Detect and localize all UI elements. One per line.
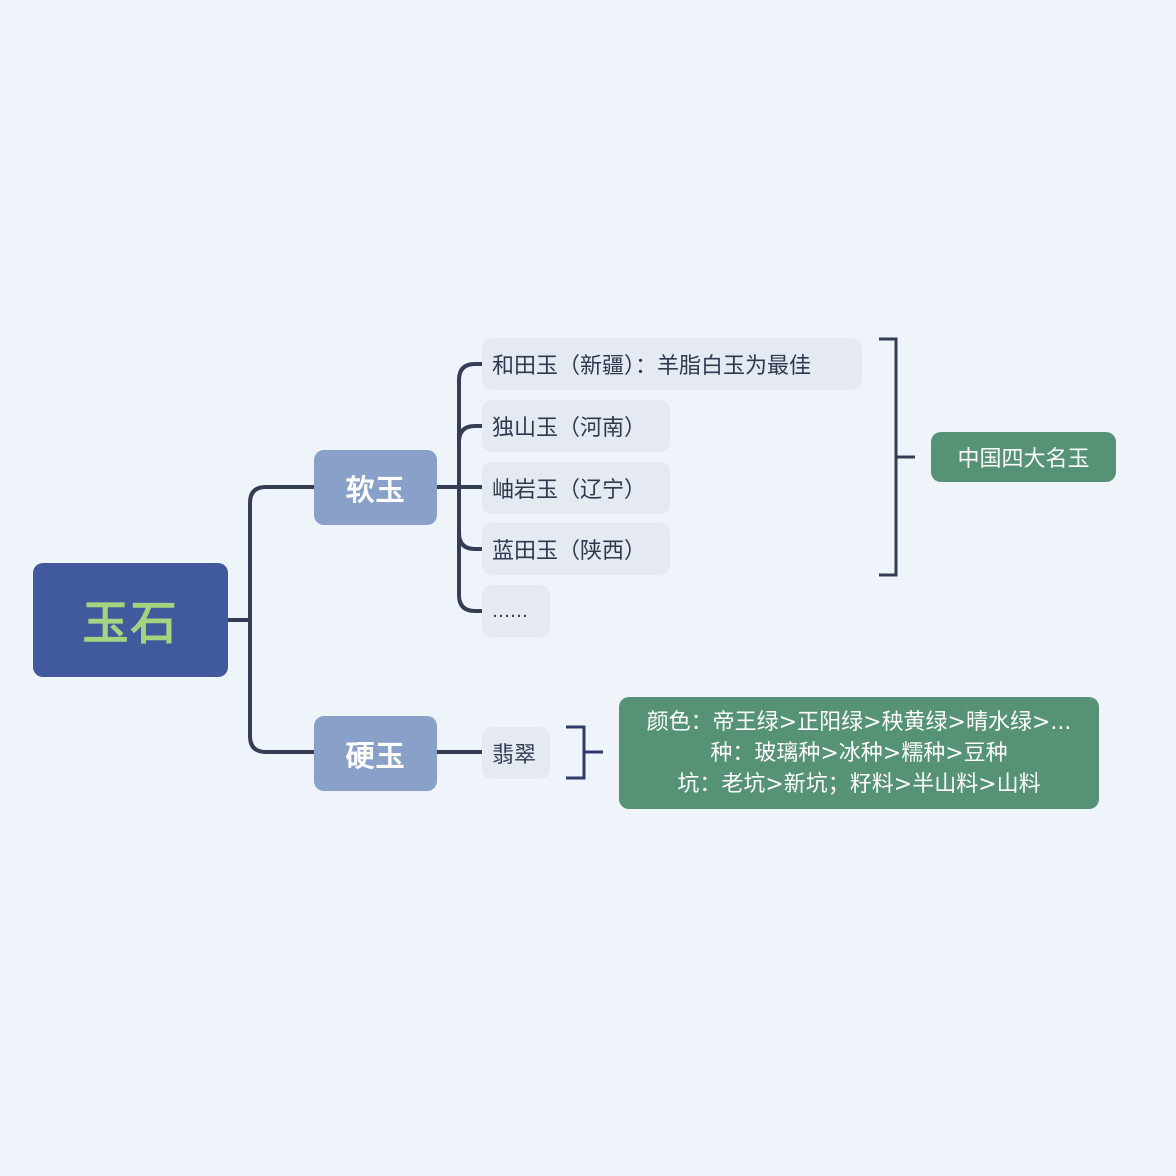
summary-node-four-famous-jades[interactable]: 中国四大名玉 [931, 432, 1116, 482]
root-node[interactable]: 玉石 [33, 563, 228, 677]
leaf-label: …… [492, 600, 528, 622]
branch-node-soft-jade[interactable]: 软玉 [314, 450, 437, 525]
branch-label: 硬玉 [345, 738, 406, 773]
leaf-label: 独山玉（河南） [492, 416, 647, 441]
leaf-node-xiuyan-jade[interactable]: 岫岩玉（辽宁） [482, 462, 670, 514]
leaf-label: 和田玉（新疆）：羊脂白玉为最佳 [492, 354, 812, 379]
connector-root-to-hard-jade [248, 618, 316, 754]
leaf-node-hetian-jade[interactable]: 和田玉（新疆）：羊脂白玉为最佳 [482, 338, 862, 390]
connector-soft-child-2 [457, 424, 484, 444]
connector-soft-child-5 [457, 593, 484, 613]
connector-soft-child-4 [457, 531, 484, 551]
leaf-label: 蓝田玉（陕西） [492, 539, 647, 564]
summary-node-feicui-grading[interactable]: 颜色：帝王绿>正阳绿>秧黄绿>晴水绿>... 种：玻璃种>冰种>糯种>豆种 坑：… [619, 697, 1099, 809]
summary-label: 中国四大名玉 [957, 447, 1090, 472]
leaf-node-dushan-jade[interactable]: 独山玉（河南） [482, 400, 670, 452]
summary-bracket-feicui [566, 725, 586, 780]
leaf-node-feicui[interactable]: 翡翠 [482, 727, 550, 779]
leaf-node-lantian-jade[interactable]: 蓝田玉（陕西） [482, 523, 670, 575]
leaf-label: 翡翠 [492, 743, 537, 768]
leaf-node-more[interactable]: …… [482, 585, 550, 637]
summary-line-texture: 种：玻璃种>冰种>糯种>豆种 [710, 740, 1008, 766]
summary-line-mine: 坑：老坑>新坑；籽料>半山料>山料 [677, 771, 1041, 797]
branch-node-hard-jade[interactable]: 硬玉 [314, 716, 437, 791]
summary-bracket-soft-jade [879, 337, 898, 577]
root-label: 玉石 [82, 596, 179, 650]
summary-line-color: 颜色：帝王绿>正阳绿>秧黄绿>晴水绿>... [646, 709, 1072, 735]
branch-label: 软玉 [345, 472, 406, 507]
connector-root-to-soft-jade [248, 485, 316, 622]
leaf-label: 岫岩玉（辽宁） [492, 478, 647, 503]
connector-soft-child-1 [457, 362, 484, 382]
